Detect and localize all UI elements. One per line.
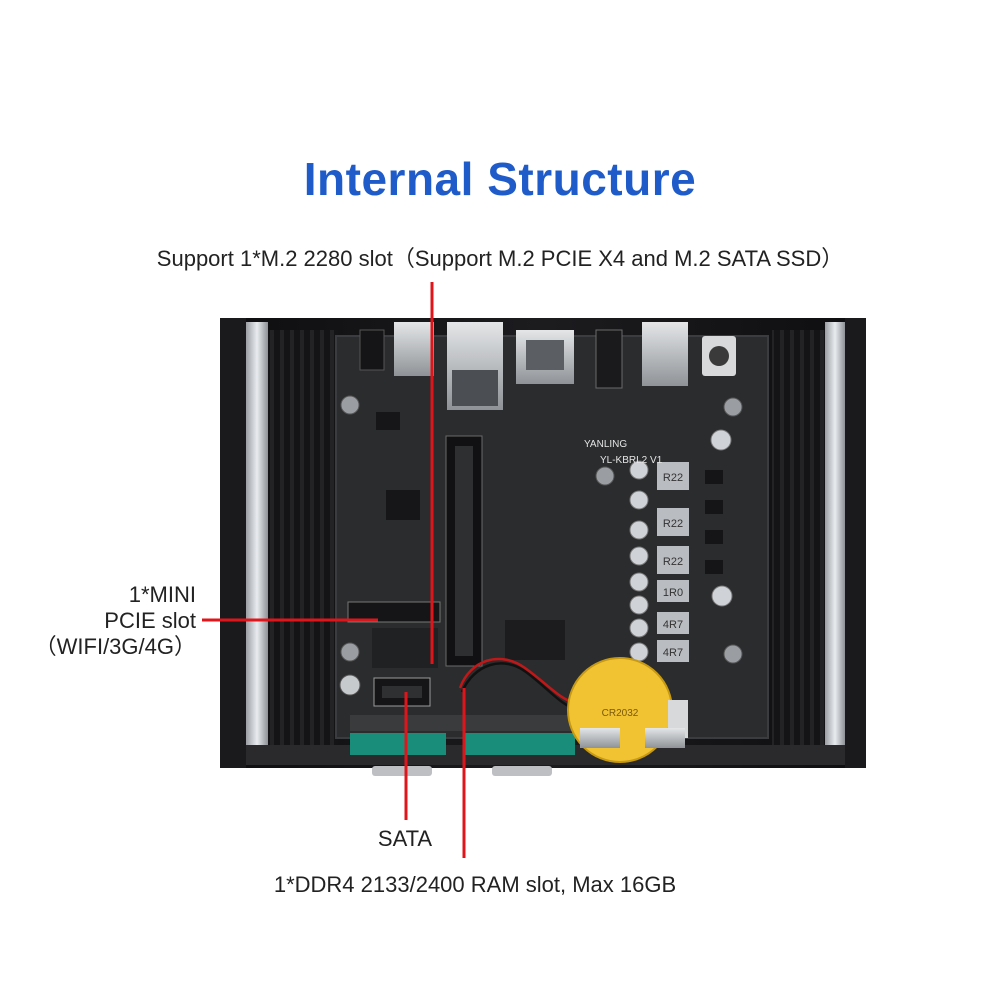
brand-marking: YANLING <box>584 439 627 450</box>
ram-slot-right <box>465 733 575 755</box>
hdmi-port <box>595 329 623 389</box>
right-heatsink-fins <box>772 330 827 750</box>
left-heatsink-fins <box>268 330 338 750</box>
usb-port-2 <box>642 322 688 386</box>
mini-pcie-slot <box>347 601 441 623</box>
sata-label: SATA <box>377 826 433 851</box>
chip-left <box>386 490 420 520</box>
chip-small <box>376 412 400 430</box>
inductor-label: 4R7 <box>663 647 683 659</box>
mini-pcie-label-line: （WIFI/3G/4G） <box>34 634 196 659</box>
mini-pcie-label-line: 1*MINI <box>128 582 196 607</box>
ram-slot-label: 1*DDR4 2133/2400 RAM slot, Max 16GB <box>273 872 677 897</box>
battery-marking: CR2032 <box>602 708 639 719</box>
motherboard <box>336 336 768 738</box>
heat-pad <box>505 620 565 660</box>
mini-pcie-label-line: PCIE slot <box>104 608 196 633</box>
left-rail <box>246 322 268 758</box>
ram-slot-left <box>350 733 446 755</box>
usb-port <box>394 322 434 376</box>
inductor-label: 4R7 <box>663 619 683 631</box>
model-marking: YL-KBRL2 V1 <box>600 455 663 466</box>
inductor-label: R22 <box>663 518 683 530</box>
battery-wire <box>458 657 579 706</box>
audio-jack <box>359 329 385 371</box>
inductor-label: 1R0 <box>663 587 683 599</box>
right-rail <box>825 322 845 758</box>
mini-pcie-label: 1*MINI PCIE slot （WIFI/3G/4G） <box>0 582 196 660</box>
m2-slot-label: Support 1*M.2 2280 slot（Support M.2 PCIE… <box>156 246 844 271</box>
page-title: Internal Structure <box>303 153 697 205</box>
inductor-label: R22 <box>663 472 683 484</box>
inductor-label: R22 <box>663 556 683 568</box>
